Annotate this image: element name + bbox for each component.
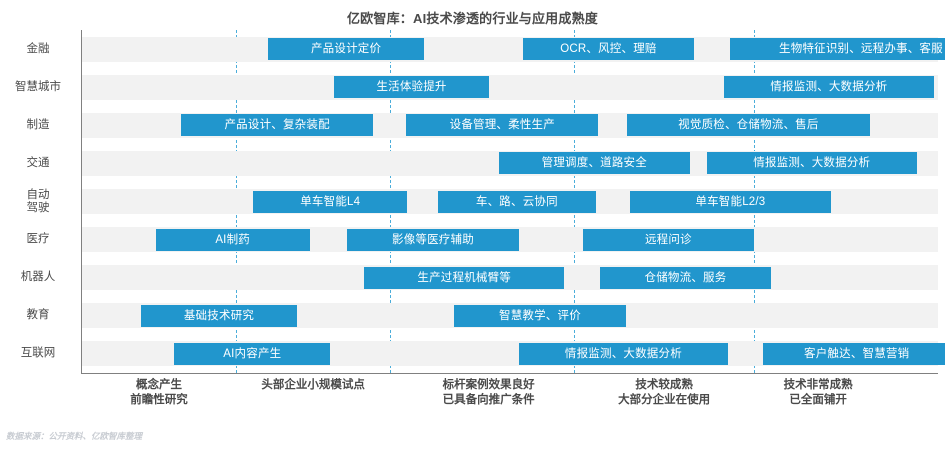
y-axis-label-line: 智慧城市: [15, 80, 61, 93]
y-axis-label-自动驾驶: 自动驾驶: [0, 189, 76, 215]
y-axis-label-line: 交通: [26, 156, 50, 169]
x-axis-label-stage1: 概念产生前瞻性研究: [69, 378, 249, 408]
y-axis-line: [81, 30, 82, 373]
chart-plot-area: 金融智慧城市制造交通自动驾驶医疗机器人教育互联网 产品设计定价 OCR、风控、理赔…: [0, 30, 945, 375]
bar-金融-1[interactable]: 产品设计定价: [267, 38, 425, 61]
bar-医疗-2[interactable]: 影像等医疗辅助: [347, 228, 519, 251]
bar-医疗-1[interactable]: AI制药: [155, 228, 310, 251]
x-axis-label-line1: 头部企业小规模试点: [261, 379, 365, 391]
y-axis-label-互联网: 互联网: [0, 347, 76, 360]
bar-制造-2[interactable]: 设备管理、柔性生产: [406, 114, 599, 137]
x-axis-label-line2: 已全面铺开: [789, 394, 847, 406]
bar-交通-1[interactable]: 管理调度、道路安全: [498, 152, 690, 175]
y-axis-label-line: 互联网: [20, 347, 56, 360]
y-axis-label-智慧城市: 智慧城市: [0, 81, 76, 94]
bar-互联网-2[interactable]: 情报监测、大数据分析: [518, 342, 729, 365]
y-axis-label-医疗: 医疗: [0, 233, 76, 246]
y-axis-label-line: 机器人: [20, 271, 56, 284]
x-axis-label-line1: 技术非常成熟: [783, 379, 853, 391]
y-axis-label-制造: 制造: [0, 119, 76, 132]
y-axis-label-line: 驾驶: [26, 201, 50, 214]
x-axis-label-line1: 标杆案例效果良好: [442, 379, 535, 391]
bar-智慧城市-1[interactable]: 生活体验提升: [333, 76, 490, 99]
bar-机器人-2[interactable]: 仓储物流、服务: [599, 266, 772, 289]
x-axis-label-stage3: 标杆案例效果良好已具备向推广条件: [399, 378, 579, 408]
bar-自动驾驶-3[interactable]: 单车智能L2/3: [629, 190, 831, 213]
x-axis-label-line2: 前瞻性研究: [130, 394, 188, 406]
bar-教育-1[interactable]: 基础技术研究: [141, 304, 297, 327]
bar-自动驾驶-2[interactable]: 车、路、云协同: [438, 190, 596, 213]
bar-制造-3[interactable]: 视觉质检、仓储物流、售后: [627, 114, 870, 137]
x-axis-label-line2: 大部分企业在使用: [618, 394, 711, 406]
x-axis-label-line2: 已具备向推广条件: [442, 394, 535, 406]
bar-金融-2[interactable]: OCR、风控、理赔: [522, 38, 695, 61]
x-axis-label-stage2: 头部企业小规模试点: [223, 378, 403, 393]
y-axis-label-line: 自动: [26, 188, 50, 201]
bar-医疗-3[interactable]: 远程问诊: [582, 228, 754, 251]
x-axis-label-line1: 技术较成熟: [635, 379, 693, 391]
bar-机器人-1[interactable]: 生产过程机械臂等: [364, 266, 564, 289]
bar-互联网-3[interactable]: 客户触达、智慧营销: [762, 342, 945, 365]
bar-智慧城市-2[interactable]: 情报监测、大数据分析: [724, 76, 934, 99]
x-axis-label-stage5: 技术非常成熟已全面铺开: [728, 378, 908, 408]
x-axis-line: [81, 373, 938, 374]
y-axis-label-line: 制造: [26, 118, 50, 131]
y-axis-label-line: 教育: [26, 309, 50, 322]
bar-教育-2[interactable]: 智慧教学、评价: [454, 304, 626, 327]
y-axis-label-教育: 教育: [0, 309, 76, 322]
y-axis-label-line: 金融: [26, 42, 50, 55]
y-axis-label-机器人: 机器人: [0, 271, 76, 284]
y-axis-label-line: 医疗: [26, 233, 50, 246]
source-note: 数据来源：公开资料、亿欧智库整理: [6, 431, 143, 441]
x-axis-label-line1: 概念产生: [136, 379, 183, 391]
x-axis-label-stage4: 技术较成熟大部分企业在使用: [574, 378, 754, 408]
bar-自动驾驶-1[interactable]: 单车智能L4: [253, 190, 408, 213]
bar-制造-1[interactable]: 产品设计、复杂装配: [181, 114, 374, 137]
y-axis-label-交通: 交通: [0, 157, 76, 170]
bar-互联网-1[interactable]: AI内容产生: [174, 342, 331, 365]
bar-金融-3[interactable]: 生物特征识别、远程办事、客服: [729, 38, 945, 61]
y-axis-label-金融: 金融: [0, 43, 76, 56]
x-axis-labels: 概念产生前瞻性研究头部企业小规模试点标杆案例效果良好已具备向推广条件技术较成熟大…: [0, 378, 945, 418]
bar-交通-2[interactable]: 情报监测、大数据分析: [706, 152, 917, 175]
page-title: 亿欧智库：AI技术渗透的行业与应用成熟度: [346, 11, 598, 26]
